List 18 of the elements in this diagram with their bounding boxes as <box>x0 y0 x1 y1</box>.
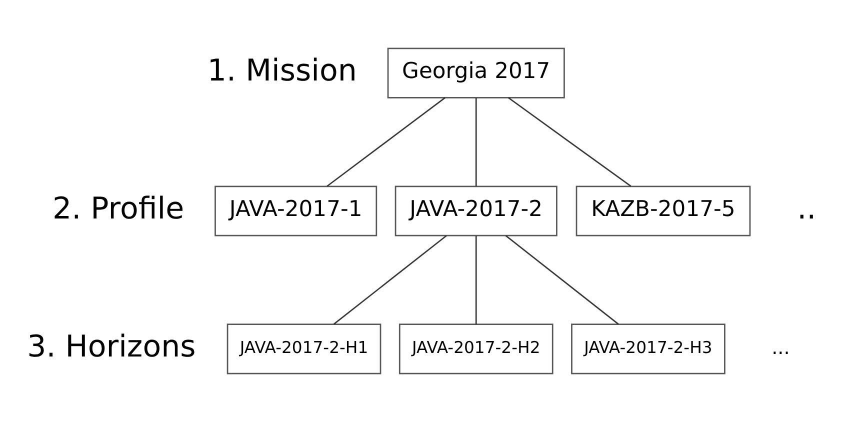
node-box: JAVA-2017-2-H3 <box>571 324 726 374</box>
label: .. <box>797 192 816 227</box>
connector <box>475 98 477 186</box>
node-box: Georgia 2017 <box>387 48 565 98</box>
label: ... <box>772 336 790 360</box>
node-box: KAZB-2017-5 <box>576 186 751 236</box>
node-box: JAVA-2017-1 <box>214 186 378 236</box>
connector <box>326 97 446 187</box>
label: 1. Mission <box>207 54 357 89</box>
label: 3. Horizons <box>27 330 196 365</box>
connector <box>505 235 619 325</box>
connector <box>333 235 447 325</box>
connector <box>508 97 632 187</box>
connector <box>475 236 477 324</box>
node-box: JAVA-2017-2-H2 <box>398 324 554 374</box>
node-box: JAVA-2017-2 <box>394 186 558 236</box>
label: 2. Profile <box>52 192 184 227</box>
node-box: JAVA-2017-2-H1 <box>226 324 382 374</box>
